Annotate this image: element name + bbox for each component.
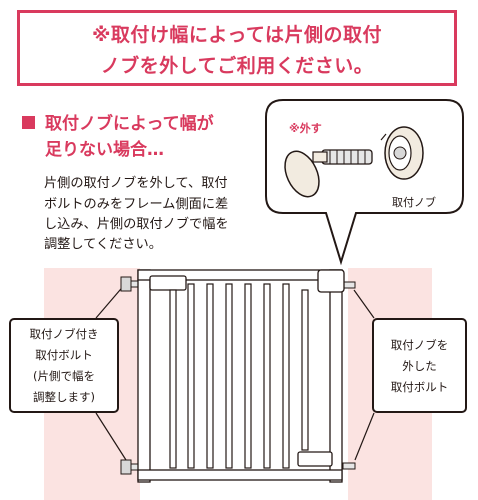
leader-line (95, 412, 127, 461)
callout-right-line: 外した (402, 359, 437, 373)
notice-line-2: ノブを外してご利用ください。 (100, 55, 374, 77)
description-line: 調整してください。 (44, 237, 162, 252)
knob-label: 取付ノブ (392, 196, 436, 209)
callout-right-line: 取付ボルト (390, 380, 449, 394)
leader-line (354, 412, 375, 461)
heading-square-icon (22, 116, 35, 129)
left-bottom-knob-icon (120, 459, 140, 475)
right-bottom-bolt-icon (342, 462, 356, 470)
gate-bars (169, 283, 309, 469)
callout-right: 取付ノブを 外した 取付ボルト (372, 318, 467, 413)
gate-frame (137, 269, 345, 483)
detached-knob-icon (380, 126, 424, 180)
section-heading-line-2: 足りない場合… (45, 140, 164, 160)
callout-left-line: 調整します) (33, 390, 95, 404)
knob-cap-icon (284, 150, 328, 198)
section-heading-line-1: 取付ノブによって幅が (45, 114, 214, 134)
callout-left-line: 取付ボルト (35, 348, 93, 362)
right-top-bolt-icon (342, 281, 356, 289)
callout-right-line: 取付ノブを (390, 338, 449, 352)
leader-line (353, 289, 375, 319)
remove-label: ※外す (289, 122, 322, 135)
callout-left-line: 取付ノブ付き (29, 327, 99, 341)
bolt-icon (321, 149, 373, 165)
callout-left-line: (片側で幅を (33, 369, 95, 383)
notice-line-1: ※取付け幅によっては片側の取付 (91, 24, 383, 46)
left-top-knob-icon (120, 276, 140, 292)
description-line: 片側の取付ノブを外して、取付 (44, 176, 228, 191)
description-line: し込み、片側の取付ノブで幅を (44, 217, 229, 232)
notice-box: ※取付け幅によっては片側の取付 ノブを外してご利用ください。 (17, 10, 457, 86)
callout-left: 取付ノブ付き 取付ボルト (片側で幅を 調整します) (9, 318, 119, 413)
description-line: ボルトのみをフレーム側面に差 (44, 197, 229, 212)
